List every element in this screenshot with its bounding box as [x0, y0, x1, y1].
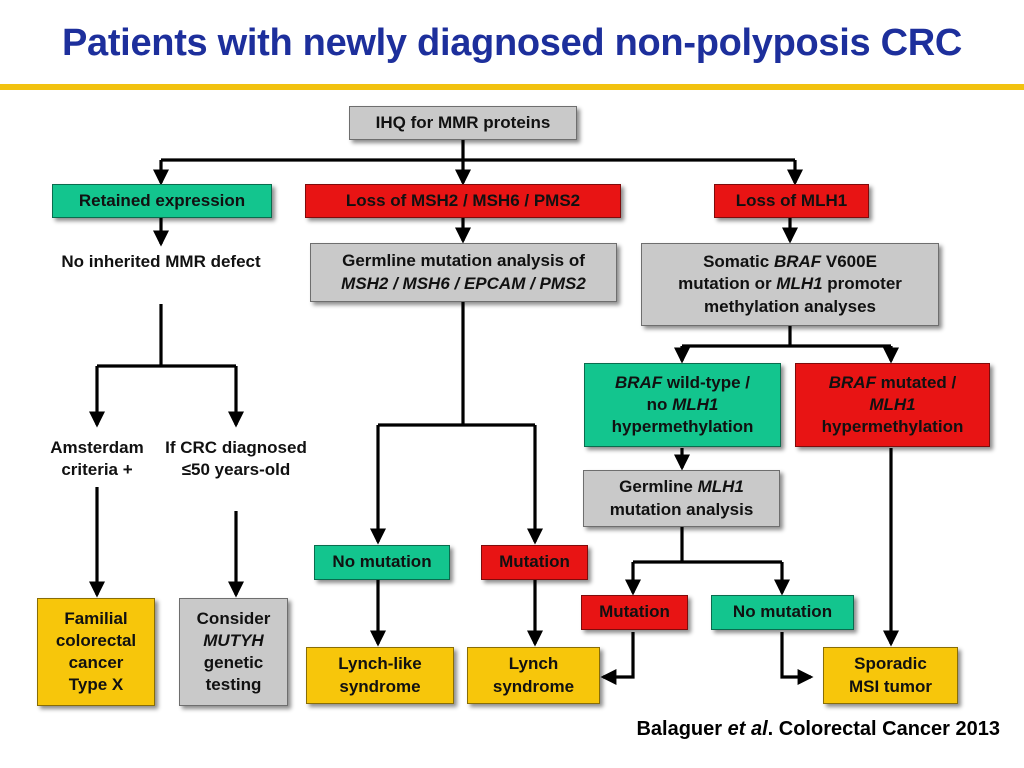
node-no-inherited-line-2: MMR defect — [165, 252, 261, 271]
node-ihq-line-1: IHQ for MMR proteins — [375, 112, 551, 132]
node-germline-msh2-analysis: Germline mutation analysis of MSH2 / MSH… — [310, 243, 617, 302]
title-underline — [0, 84, 1024, 90]
citation: Balaguer et al. Colorectal Cancer 2013 — [636, 718, 1000, 740]
node-no-inherited-mmr-defect: No inherited MMR defect — [61, 251, 261, 273]
node-sporadic-line-1: Sporadic — [854, 654, 927, 674]
node-lynch-line-2: syndrome — [492, 676, 575, 696]
node-mutation-1-line-1: Mutation — [499, 552, 570, 572]
node-familial-line-3: cancer — [68, 653, 124, 672]
node-braf-wild-line-3: hypermethylation — [611, 417, 754, 437]
node-germline-mlh1-line-2: mutation analysis — [609, 499, 754, 519]
node-lynch-syndrome: Lynch syndrome — [467, 647, 600, 704]
node-no-inherited-line-1: No inherited — [61, 252, 161, 271]
node-loss-mlh1: Loss of MLH1 — [714, 184, 869, 218]
node-lynch-line-1: Lynch — [508, 654, 559, 674]
node-mutyh-line-3: genetic — [203, 653, 264, 672]
node-crc-under-50: If CRC diagnosed ≤50 years-old — [161, 437, 311, 481]
node-familial-crc-type-x: Familial colorectal cancer Type X — [37, 598, 155, 706]
node-loss-msh2-line-1: Loss of MSH2 / MSH6 / PMS2 — [345, 190, 581, 210]
node-germline-mlh1-analysis: Germline MLH1 mutation analysis — [583, 470, 780, 527]
node-somatic-braf-line-3: methylation analyses — [704, 296, 876, 316]
arrow-no-mutation-2-to-sporadic — [780, 632, 814, 685]
node-lynch-like-line-1: Lynch-like — [338, 654, 422, 674]
node-familial-line-2: colorectal — [55, 630, 137, 650]
node-ihq: IHQ for MMR proteins — [349, 106, 577, 140]
page-title: Patients with newly diagnosed non-polypo… — [61, 22, 963, 64]
node-germline-mlh1-line-1: Germline MLH1 — [619, 477, 744, 497]
node-braf-mutated: BRAF mutated / MLH1 hypermethylation — [795, 363, 990, 447]
node-no-mutation-1-line-1: No mutation — [332, 552, 432, 572]
node-braf-mut-line-1: BRAF mutated / — [828, 372, 957, 392]
node-amsterdam-line-2: criteria + — [61, 460, 133, 480]
node-consider-mutyh: Consider MUTYH genetic testing — [179, 598, 288, 706]
node-somatic-braf-analysis: Somatic BRAF V600E mutation or MLH1 prom… — [641, 243, 939, 326]
node-braf-wild-line-1: BRAF wild-type / — [614, 372, 751, 392]
node-mutation-2-line-1: Mutation — [599, 602, 670, 622]
node-crc50-line-1: If CRC — [165, 438, 218, 457]
node-familial-line-1: Familial — [64, 608, 128, 628]
node-sporadic-msi-tumor: Sporadic MSI tumor — [823, 647, 958, 704]
node-mutation-msh2: Mutation — [481, 545, 588, 580]
node-crc50-line-3: ≤50 years-old — [181, 460, 291, 480]
node-familial-line-4: Type X — [68, 675, 124, 695]
node-lynch-like-line-2: syndrome — [339, 676, 421, 696]
node-loss-msh2-msh6-pms2: Loss of MSH2 / MSH6 / PMS2 — [305, 184, 621, 218]
node-somatic-braf-line-1: Somatic BRAF V600E — [703, 252, 877, 272]
node-loss-mlh1-line-1: Loss of MLH1 — [735, 190, 848, 210]
node-retained-expression: Retained expression — [52, 184, 272, 218]
node-retained-expression-line-1: Retained expression — [78, 190, 246, 210]
node-no-mutation-msh2: No mutation — [314, 545, 450, 580]
node-mutation-mlh1: Mutation — [581, 595, 688, 630]
node-mutyh-line-1: Consider — [196, 608, 271, 628]
node-amsterdam-criteria: Amsterdam criteria + — [22, 437, 172, 481]
node-braf-wild-line-2: no MLH1 — [646, 394, 719, 414]
node-germline-msh2-line-2: MSH2 / MSH6 / EPCAM / PMS2 — [341, 273, 586, 293]
node-no-mutation-2-line-1: No mutation — [732, 602, 833, 622]
node-braf-wild-type: BRAF wild-type / no MLH1 hypermethylatio… — [584, 363, 781, 447]
arrow-mutation-2-to-lynch — [600, 632, 635, 685]
node-somatic-braf-line-2: mutation or MLH1 promoter — [678, 274, 902, 294]
node-germline-msh2-line-1: Germline mutation analysis of — [342, 251, 585, 271]
node-mutyh-line-2: MUTYH — [203, 630, 264, 650]
node-braf-mut-line-3: hypermethylation — [821, 417, 964, 437]
node-mutyh-line-4: testing — [205, 675, 262, 695]
node-lynch-like-syndrome: Lynch-like syndrome — [306, 647, 454, 704]
node-crc50-line-2: diagnosed — [221, 438, 307, 457]
node-no-mutation-mlh1: No mutation — [711, 595, 854, 630]
node-amsterdam-line-1: Amsterdam — [50, 438, 144, 457]
node-braf-mut-line-2: MLH1 — [869, 394, 916, 414]
node-sporadic-line-2: MSI tumor — [848, 676, 933, 696]
